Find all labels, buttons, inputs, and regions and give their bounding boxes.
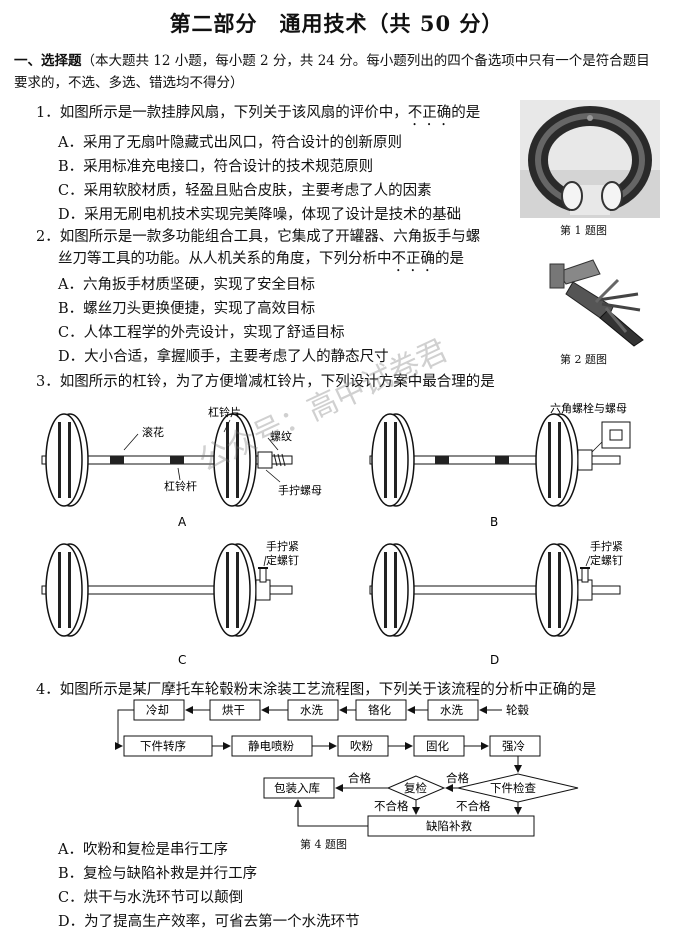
q2-line1: 2．如图所示是一款多功能组合工具，它集成了开罐器、六角扳手与螺 xyxy=(36,229,481,245)
q2-line2-emphasis: 不正确 xyxy=(391,251,436,267)
section-header: 一、选择题（本大题共 12 小题，每小题 2 分，共 24 分。每小题列出的四个… xyxy=(14,50,654,94)
flow-hege-1: 合格 xyxy=(348,771,371,785)
q4-caption: 第 4 题图 xyxy=(300,838,347,851)
barbell-option-d: 手拧紧 定螺钉 D xyxy=(369,539,623,667)
q4-flowchart: 轮毂 水洗 铬化 水洗 烘干 冷却 下件转序 静电喷粉 吹粉 固化 强冷 包装入… xyxy=(115,699,579,837)
label-a: A xyxy=(178,515,187,529)
multi-tool-image xyxy=(549,259,644,347)
q1-option-d: D．采用无刷电机技术实现完美降噪，体现了设计是技术的基础 xyxy=(58,207,462,223)
label-c: C xyxy=(178,653,186,667)
q1-stem: 1．如图所示是一款挂脖风扇，下列关于该风扇的评价中，不正确的是 xyxy=(36,101,480,129)
flow-xiajian: 下件转序 xyxy=(140,739,186,753)
section-head: 一、选择题 xyxy=(14,53,82,69)
label-gan: 杠铃杆 xyxy=(164,479,197,493)
flow-shuixi-2: 水洗 xyxy=(300,703,323,717)
label-screw1-c: 手拧紧 xyxy=(266,539,299,553)
label-luowen: 螺纹 xyxy=(270,429,292,443)
q1-stem-emphasis: 不正确 xyxy=(407,105,452,121)
q3-stem: 3．如图所示的杠铃，为了方便增减杠铃片，下列设计方案中最合理的是 xyxy=(36,374,495,390)
q4-option-c: C．烘干与水洗环节可以颠倒 xyxy=(58,890,244,906)
q4-option-b: B．复检与缺陷补救是并行工序 xyxy=(58,866,258,882)
flow-buhege-1: 不合格 xyxy=(374,799,409,813)
flow-shuixi-1: 水洗 xyxy=(440,703,463,717)
label-screw1-d: 手拧紧 xyxy=(590,539,623,553)
barbell-option-a: 滚花 杠铃片 螺纹 杠铃杆 手拧螺母 A xyxy=(41,405,322,529)
q2-line2: 丝刀等工具的功能。从人机关系的角度，下列分析中不正确的是 xyxy=(58,247,464,275)
page-title: 第二部分 通用技术（共 50 分） xyxy=(169,11,504,36)
q1-caption: 第 1 题图 xyxy=(560,224,607,237)
q4-stem: 4．如图所示是某厂摩托车轮毂粉末涂装工艺流程图，下列关于该流程的分析中正确的是 xyxy=(36,682,597,698)
q1-option-c: C．采用软胶材质，轻盈且贴合皮肤，主要考虑了人的因素 xyxy=(58,183,432,199)
q2-option-b: B．螺丝刀头更换便捷，实现了高效目标 xyxy=(58,301,316,317)
label-gunhua: 滚花 xyxy=(142,425,164,439)
flow-lengque: 冷却 xyxy=(146,703,169,717)
q1-option-b: B．采用标准充电接口，符合设计的技术规范原则 xyxy=(58,159,374,175)
flow-buhege-2: 不合格 xyxy=(456,799,491,813)
flow-hege-2: 合格 xyxy=(446,771,469,785)
label-screw2-c: 定螺钉 xyxy=(266,553,299,567)
label-d: D xyxy=(490,653,499,667)
flow-jingdian: 静电喷粉 xyxy=(248,739,294,753)
barbell-option-c: 手拧紧 定螺钉 C xyxy=(41,539,299,667)
label-hex: 六角螺栓与螺母 xyxy=(550,401,627,415)
section-note: （本大题共 12 小题，每小题 2 分，共 24 分。每小题列出的四个备选项中只… xyxy=(14,53,650,91)
flow-chuifen: 吹粉 xyxy=(350,739,373,753)
flow-baozhuang: 包装入库 xyxy=(274,781,320,795)
flow-qiangleng: 强冷 xyxy=(502,739,525,753)
q4-option-d: D．为了提高生产效率，可省去第一个水洗环节 xyxy=(58,914,360,930)
flow-lunguo: 轮毂 xyxy=(506,703,529,717)
q1-stem-post: 的是 xyxy=(451,105,481,121)
flow-gehua: 铬化 xyxy=(368,703,391,717)
label-mu-a: 手拧螺母 xyxy=(278,483,322,497)
q2-option-d: D．大小合适，拿握顺手，主要考虑了人的静态尺寸 xyxy=(58,349,389,365)
barbell-figure: 滚花 杠铃片 螺纹 杠铃杆 手拧螺母 A 六角螺栓与螺母 B 手拧紧 定螺钉 C xyxy=(41,401,631,667)
q2-caption: 第 2 题图 xyxy=(560,353,607,366)
q2-option-a: A．六角扳手材质坚硬，实现了安全目标 xyxy=(58,277,315,293)
q2-line2-post: 的是 xyxy=(435,251,464,267)
flow-guhua: 固化 xyxy=(426,739,449,753)
q1-stem-pre: 1．如图所示是一款挂脖风扇，下列关于该风扇的评价中， xyxy=(36,105,408,121)
flow-fujian: 复检 xyxy=(404,781,427,795)
q1-option-a: A．采用了无扇叶隐藏式出风口，符合设计的创新原则 xyxy=(58,135,402,151)
label-b: B xyxy=(490,515,498,529)
q2-option-c: C．人体工程学的外壳设计，实现了舒适目标 xyxy=(58,325,345,341)
q4-option-a: A．吹粉和复检是串行工序 xyxy=(58,842,228,858)
flow-jiancha: 下件检查 xyxy=(490,781,536,795)
flow-quexian: 缺陷补救 xyxy=(426,819,472,833)
flow-honggan: 烘干 xyxy=(222,703,245,717)
label-screw2-d: 定螺钉 xyxy=(590,553,623,567)
label-pian: 杠铃片 xyxy=(208,405,241,419)
q2-line2-pre: 丝刀等工具的功能。从人机关系的角度，下列分析中 xyxy=(58,251,392,267)
neck-fan-image xyxy=(520,100,660,218)
barbell-option-b: 六角螺栓与螺母 B xyxy=(369,401,631,529)
